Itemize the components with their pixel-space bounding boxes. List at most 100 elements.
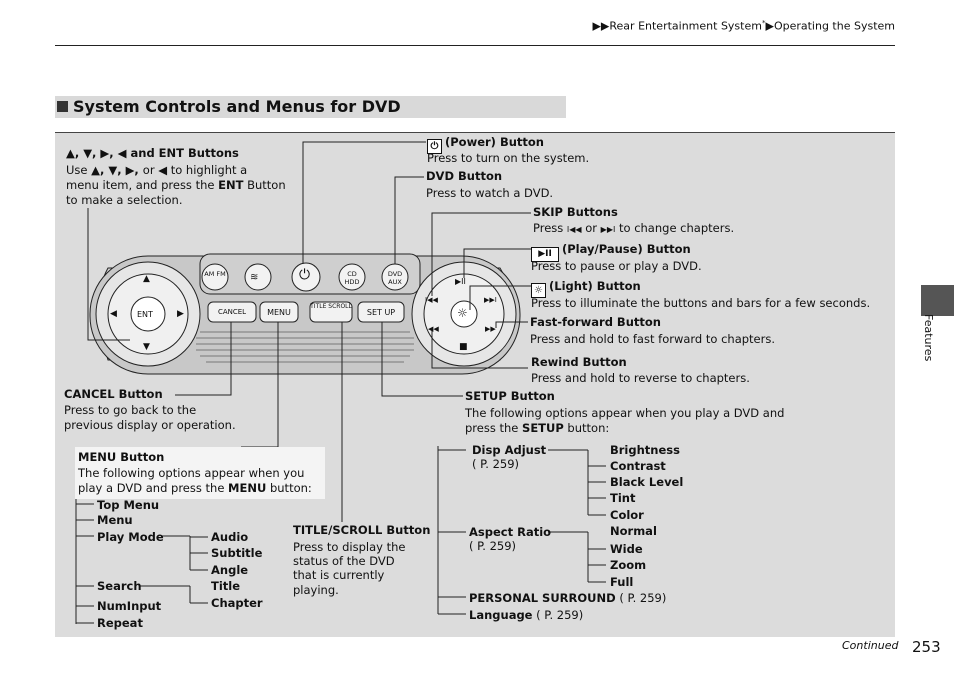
rewind-title: Rewind Button [531, 355, 627, 369]
skip-back-icon: I◀◀ [425, 296, 438, 304]
setup-title: SETUP Button [465, 389, 555, 403]
play-title-text: (Play/Pause) Button [562, 242, 691, 256]
light-desc: Press to illuminate the buttons and bars… [531, 296, 871, 310]
setup-language: Language [469, 608, 533, 622]
cd-hdd-label: CD HDD [344, 270, 360, 286]
cancel-desc1: Press to go back to the [64, 403, 197, 417]
ff-desc: Press and hold to fast forward to chapte… [530, 332, 776, 346]
dvd-title: DVD Button [426, 169, 503, 183]
left-arrow-icon: ◀ [110, 309, 117, 319]
breadcrumb-star: * [761, 19, 766, 27]
setup-color: Color [610, 508, 644, 522]
menu-label: MENU [267, 308, 291, 317]
menu-sub-title: Title [211, 579, 241, 593]
setup-desc2c: button: [563, 421, 610, 435]
sidebar-label: Features [922, 314, 935, 362]
play-title: ▶II(Play/Pause) Button [531, 242, 691, 262]
menu-title: MENU Button [78, 450, 165, 464]
skip-back-icon: I◀◀ [566, 225, 582, 234]
setup-personal: PERSONAL SURROUND [469, 591, 616, 605]
setup-normal: Normal [610, 524, 657, 538]
menu-item-top-menu: Top Menu [97, 498, 160, 512]
arrows-l1b: to highlight a [167, 163, 248, 177]
arrows-title-text: and ENT Buttons [126, 146, 239, 160]
setup-desc1: The following options appear when you pl… [465, 406, 785, 420]
menu-callout-box [75, 447, 325, 499]
light-icon: ☼ [531, 283, 546, 298]
menu-item-repeat: Repeat [97, 616, 143, 630]
menu-item-play-mode: Play Mode [97, 530, 164, 544]
skip-title: SKIP Buttons [533, 205, 618, 219]
power-title-text: (Power) Button [445, 135, 544, 149]
menu-desc2b: MENU [228, 481, 267, 495]
arrows-l1-or: or [142, 163, 159, 177]
skip-forward-icon: ▶▶I [600, 225, 616, 234]
setup-personal-line: PERSONAL SURROUND ( P. 259) [469, 591, 666, 606]
skip-forward-icon: ▶▶I [484, 296, 497, 304]
menu-sub-subtitle: Subtitle [211, 546, 263, 560]
stop-icon: ■ [459, 342, 468, 352]
menu-desc1: The following options appear when you [78, 466, 305, 480]
setup-tint: Tint [610, 491, 636, 505]
rewind-icon: ◀◀ [428, 325, 439, 333]
arrows-desc-line3: to make a selection. [66, 193, 183, 207]
fast-forward-icon: ▶▶ [485, 325, 496, 333]
arrows-l2c: Button [243, 178, 286, 192]
cancel-button [207, 301, 257, 323]
xm-icon: ≋ [250, 272, 259, 283]
arrows-l2b: ENT [218, 178, 244, 192]
arrows-l2a: menu item, and press the [66, 178, 219, 192]
light-title: ☼(Light) Button [531, 279, 641, 298]
title-scroll-desc3: that is currently [293, 568, 385, 582]
menu-item-menu: Menu [97, 513, 133, 527]
play-pause-icon: ▶II [531, 247, 559, 262]
am-fm-label: AM FM [204, 270, 226, 278]
arrows-l1-syms: ▲, ▼, ▶, [91, 163, 143, 177]
setup-language-line: Language ( P. 259) [469, 608, 583, 623]
power-title: ⏻(Power) Button [427, 135, 544, 154]
menu-desc2a: play a DVD and press the [78, 481, 229, 495]
breadcrumb: ▶▶Rear Entertainment System*▶Operating t… [592, 19, 895, 33]
section-title: System Controls and Menus for DVD [73, 97, 401, 116]
title-scroll-desc2: status of the DVD [293, 554, 395, 568]
setup-personal-ref: ( P. 259) [615, 591, 667, 605]
setup-zoom: Zoom [610, 558, 647, 572]
setup-aspect: Aspect Ratio [469, 525, 552, 539]
breadcrumb-arrow-icon: ▶ [765, 19, 774, 33]
breadcrumb-arrow-icon: ▶▶ [592, 19, 610, 33]
setup-language-ref: ( P. 259) [532, 608, 584, 622]
rewind-desc: Press and hold to reverse to chapters. [531, 371, 750, 385]
power-desc: Press to turn on the system. [427, 151, 590, 165]
right-arrow-icon: ▶ [177, 309, 184, 319]
sidebar-tab [921, 285, 954, 316]
dvd-desc: Press to watch a DVD. [426, 186, 554, 200]
setup-button [357, 301, 405, 323]
menu-desc2c: button: [266, 481, 312, 495]
arrows-l1a: Use [66, 163, 92, 177]
skip-desc-a: Press [533, 221, 567, 235]
setup-desc2b: SETUP [522, 421, 564, 435]
ent-label: ENT [137, 310, 153, 319]
setup-contrast: Contrast [610, 459, 666, 473]
ent-button [130, 296, 166, 332]
setup-desc2a: press the [465, 421, 523, 435]
section-heading: System Controls and Menus for DVD [55, 96, 566, 118]
play-desc: Press to pause or play a DVD. [531, 259, 702, 273]
title-scroll-label: TITLE SCROLL [310, 303, 352, 310]
arrows-l1-sym2: ◀ [158, 163, 168, 177]
setup-disp-adjust: Disp Adjust [472, 443, 547, 457]
arrow-symbols: ▲, ▼, ▶, ◀ [66, 146, 127, 160]
arrows-desc-line1: Use ▲, ▼, ▶, or ◀ to highlight a [66, 163, 247, 178]
menu-sub-angle: Angle [211, 563, 249, 577]
power-button [291, 262, 321, 292]
menu-item-search: Search [97, 579, 142, 593]
arrows-desc-line2: menu item, and press the ENT Button [66, 178, 286, 193]
setup-aspect-ref: ( P. 259) [469, 539, 517, 553]
menu-button [259, 301, 299, 323]
dvd-aux-label: DVD AUX [387, 270, 403, 286]
light-title-text: (Light) Button [549, 279, 641, 293]
arrows-title: ▲, ▼, ▶, ◀ and ENT Buttons [66, 146, 239, 161]
header-rule [55, 45, 895, 46]
cancel-desc2: previous display or operation. [64, 418, 236, 432]
